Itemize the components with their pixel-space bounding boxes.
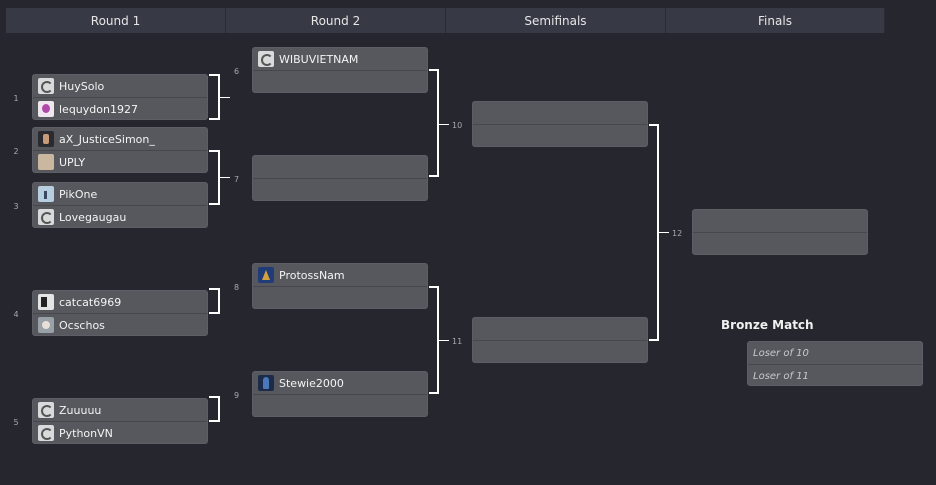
player-name: catcat6969 [59,295,122,309]
player-slot[interactable] [473,341,647,363]
match-number: 7 [234,175,240,184]
match-final-12[interactable] [692,209,868,255]
round-header-finals: Finals [666,8,885,33]
bracket-stub [659,232,669,233]
player-name: aX_JusticeSimon_ [59,132,155,146]
player-slot[interactable] [473,102,647,125]
bronze-slot[interactable]: Loser of 10 [748,342,922,365]
player-slot[interactable]: UPLY [33,151,207,173]
seed-label: 2 [13,147,19,156]
match-number: 11 [452,337,463,346]
seed-label: 5 [13,418,19,427]
match-r2-7[interactable] [252,155,428,201]
match-r1-1[interactable]: HuySolo lequydon1927 [32,74,208,120]
match-r1-4[interactable]: catcat6969 Ocschos [32,290,208,336]
match-sf-10[interactable] [472,101,648,147]
player-photo-icon [38,154,54,170]
player-slot[interactable]: Lovegaugau [33,206,207,228]
player-slot[interactable]: Ocschos [33,314,207,336]
match-r2-8[interactable]: ProtossNam [252,263,428,309]
match-r2-9[interactable]: Stewie2000 [252,371,428,417]
round-header-2: Round 2 [226,8,446,33]
player-slot[interactable] [473,125,647,147]
player-slot[interactable]: PikOne [33,183,207,206]
player-slot[interactable]: HuySolo [33,75,207,98]
player-name: WIBUVIETNAM [279,52,359,66]
player-slot[interactable] [693,233,867,255]
bracket-connector [209,74,220,120]
default-logo-icon [258,51,274,67]
match-number: 6 [234,67,240,76]
match-number: 12 [672,229,683,238]
player-photo-icon [38,317,54,333]
player-slot[interactable] [253,71,427,93]
bronze-match[interactable]: Loser of 10 Loser of 11 [747,341,923,386]
bronze-slot[interactable]: Loser of 11 [748,365,922,387]
player-name: Ocschos [59,318,105,332]
match-r2-6[interactable]: WIBUVIETNAM [252,47,428,93]
bracket-stub [439,124,449,125]
player-slot[interactable] [473,318,647,341]
seed-label: 3 [13,202,19,211]
player-slot[interactable] [253,287,427,309]
bronze-slot-label: Loser of 10 [753,347,809,359]
match-r1-5[interactable]: Zuuuuu PythonVN [32,398,208,444]
round-header-1: Round 1 [6,8,226,33]
player-slot[interactable]: ProtossNam [253,264,427,287]
match-number: 9 [234,391,240,400]
seed-label: 4 [13,310,19,319]
pink-character-icon [38,101,54,117]
player-slot[interactable] [253,156,427,179]
default-logo-icon [38,402,54,418]
player-photo-icon [38,131,54,147]
player-slot[interactable]: Stewie2000 [253,372,427,395]
round-header-semifinals: Semifinals [446,8,666,33]
bracket-stub [220,97,230,98]
player-slot[interactable] [253,395,427,417]
player-name: PythonVN [59,426,113,440]
default-logo-icon [38,209,54,225]
player-slot[interactable]: catcat6969 [33,291,207,314]
player-slot[interactable]: PythonVN [33,422,207,444]
player-name: lequydon1927 [59,102,138,116]
match-r1-3[interactable]: PikOne Lovegaugau [32,182,208,228]
bracket-connector [429,286,439,394]
match-r1-2[interactable]: aX_JusticeSimon_ UPLY [32,127,208,173]
player-name: Zuuuuu [59,403,102,417]
player-name: Lovegaugau [59,210,127,224]
bracket-connector [429,69,439,177]
bracket-connector [209,396,220,422]
bronze-slot-label: Loser of 11 [753,370,809,382]
bracket-connector [209,150,220,205]
match-number: 10 [452,121,463,130]
player-slot[interactable]: aX_JusticeSimon_ [33,128,207,151]
player-name: HuySolo [59,79,105,93]
player-photo-icon [38,186,54,202]
protoss-icon [258,267,274,283]
match-number: 8 [234,283,240,292]
player-photo-icon [38,294,54,310]
player-name: PikOne [59,187,98,201]
player-slot[interactable]: lequydon1927 [33,98,207,120]
match-sf-11[interactable] [472,317,648,363]
player-photo-icon [258,375,274,391]
player-name: UPLY [59,155,86,169]
bracket-stub [439,340,449,341]
seed-label: 1 [13,94,19,103]
player-slot[interactable]: Zuuuuu [33,399,207,422]
bracket-connector [649,124,659,341]
bronze-match-title: Bronze Match [721,318,814,332]
player-slot[interactable]: WIBUVIETNAM [253,48,427,71]
default-logo-icon [38,78,54,94]
bracket-stub [220,177,230,178]
player-slot[interactable] [693,210,867,233]
player-name: ProtossNam [279,268,345,282]
default-logo-icon [38,425,54,441]
player-name: Stewie2000 [279,376,344,390]
player-slot[interactable] [253,179,427,201]
bracket-connector [209,288,220,314]
